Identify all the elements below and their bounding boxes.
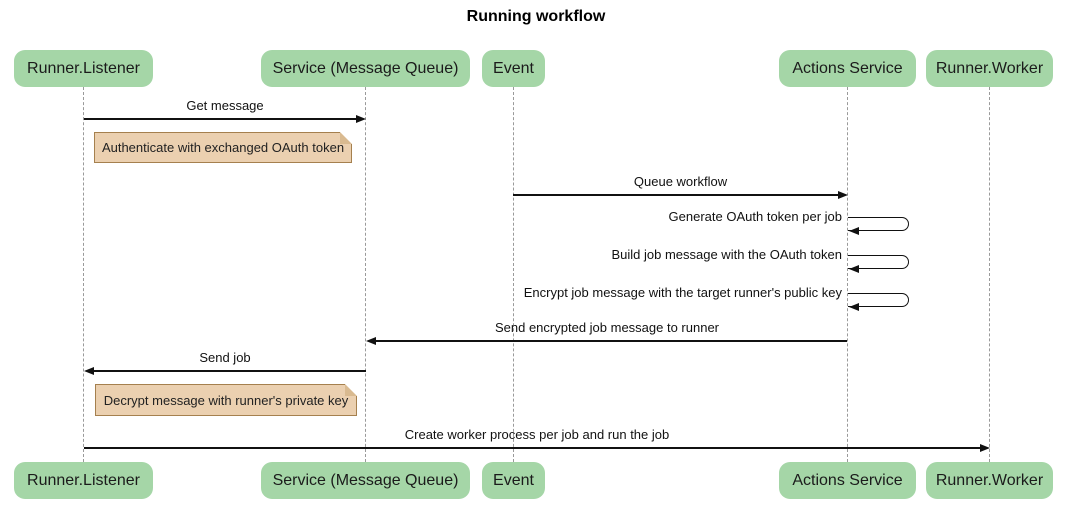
note-fold-corner-icon	[340, 132, 352, 144]
lifeline-actions-service	[847, 87, 848, 462]
message-line	[513, 194, 838, 196]
message-label-send-job: Send job	[199, 350, 251, 365]
participant-event-top: Event	[482, 50, 545, 87]
self-loop-line	[848, 217, 909, 231]
lifeline-event	[513, 87, 514, 462]
note-text: Authenticate with exchanged OAuth token	[101, 140, 345, 155]
message-line	[84, 118, 356, 120]
participant-actions-service-bottom: Actions Service	[779, 462, 916, 499]
message-line	[94, 370, 366, 372]
participant-actions-service-top: Actions Service	[779, 50, 916, 87]
self-message-label-build-job-message: Build job message with the OAuth token	[611, 247, 842, 262]
note-decrypt: Decrypt message with runner's private ke…	[95, 384, 357, 416]
message-label-get-message: Get message	[186, 98, 264, 113]
participant-service-message-queue-top: Service (Message Queue)	[261, 50, 470, 87]
arrowhead-left-icon	[849, 303, 859, 311]
arrowhead-right-icon	[356, 115, 366, 123]
message-label-send-encrypted: Send encrypted job message to runner	[494, 320, 720, 335]
self-message-label-encrypt-job-message: Encrypt job message with the target runn…	[523, 285, 842, 300]
note-authenticate: Authenticate with exchanged OAuth token	[94, 132, 352, 163]
message-label-create-worker: Create worker process per job and run th…	[404, 427, 670, 442]
participant-event-bottom: Event	[482, 462, 545, 499]
arrowhead-left-icon	[84, 367, 94, 375]
participant-runner-worker-top: Runner.Worker	[926, 50, 1053, 87]
message-line	[376, 340, 847, 342]
arrowhead-left-icon	[849, 227, 859, 235]
arrowhead-right-icon	[838, 191, 848, 199]
participant-runner-worker-bottom: Runner.Worker	[926, 462, 1053, 499]
message-line	[84, 447, 980, 449]
self-message-label-generate-oauth: Generate OAuth token per job	[668, 209, 842, 224]
lifeline-runner-listener	[83, 87, 84, 462]
participant-runner-listener-top: Runner.Listener	[14, 50, 153, 87]
participant-runner-listener-bottom: Runner.Listener	[14, 462, 153, 499]
self-loop-line	[848, 293, 909, 307]
participant-service-message-queue-bottom: Service (Message Queue)	[261, 462, 470, 499]
lifeline-runner-worker	[989, 87, 990, 462]
lifeline-service-message-queue	[365, 87, 366, 462]
arrowhead-left-icon	[849, 265, 859, 273]
self-loop-line	[848, 255, 909, 269]
note-fold-corner-icon	[345, 384, 357, 396]
note-text: Decrypt message with runner's private ke…	[103, 392, 349, 408]
arrowhead-left-icon	[366, 337, 376, 345]
message-label-queue-workflow: Queue workflow	[633, 174, 728, 189]
arrowhead-right-icon	[980, 444, 990, 452]
diagram-title: Running workflow	[466, 8, 606, 25]
